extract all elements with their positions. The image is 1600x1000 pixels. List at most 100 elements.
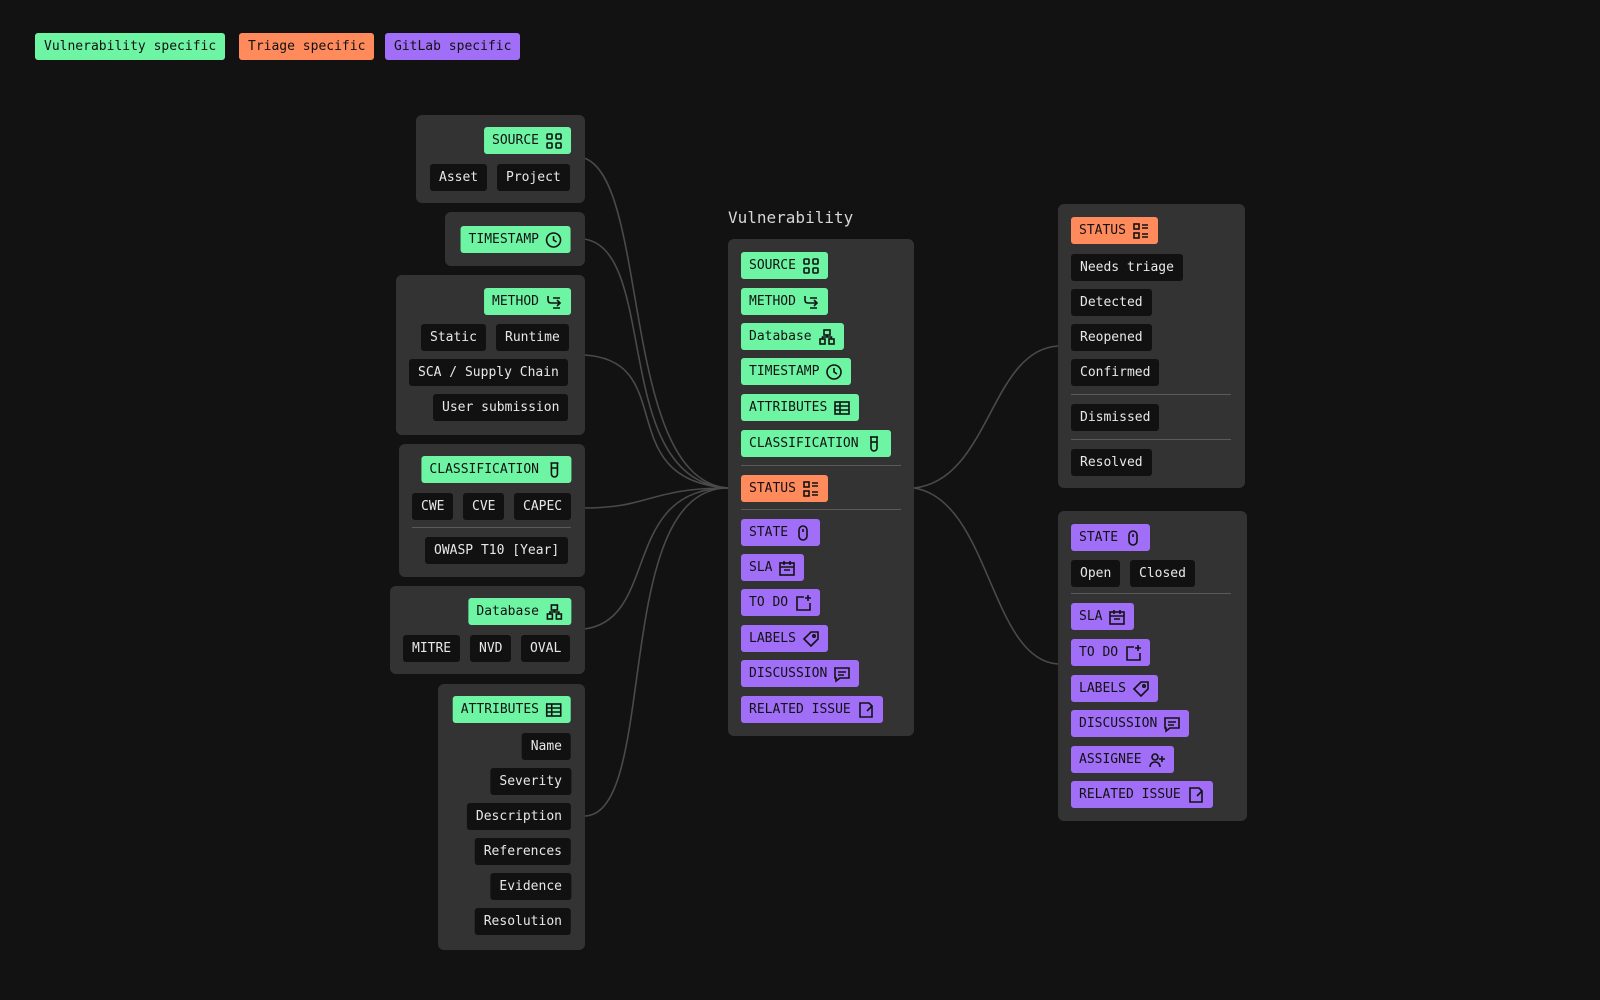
database-tag: Database xyxy=(468,598,571,625)
state-value-closed: Closed xyxy=(1130,560,1195,587)
center-classification-label: CLASSIFICATION xyxy=(749,436,859,451)
method-value-sca: SCA / Supply Chain xyxy=(409,359,568,386)
attributes-value-evidence: Evidence xyxy=(490,873,571,900)
database-value-oval: OVAL xyxy=(521,635,571,662)
method-tag-label: METHOD xyxy=(492,294,539,309)
center-todo-tag: TO DO xyxy=(741,589,821,616)
grid-icon xyxy=(802,257,820,275)
link-method xyxy=(583,354,729,489)
center-discussion-label: DISCUSSION xyxy=(749,666,828,681)
state-tag-label: STATE xyxy=(1079,530,1119,545)
source-value-asset: Asset xyxy=(430,164,488,191)
toggle-icon xyxy=(794,524,812,542)
list-icon xyxy=(802,480,820,498)
timestamp-tag: TIMESTAMP xyxy=(460,226,571,253)
center-related-issue-label: RELATED ISSUE xyxy=(749,702,851,717)
state-todo-tag: TO DO xyxy=(1071,639,1151,666)
status-value-needs-triage: Needs triage xyxy=(1071,254,1183,281)
classification-value-capec: CAPEC xyxy=(514,493,572,520)
calendar-icon xyxy=(778,559,796,577)
state-related-issue-tag: RELATED ISSUE xyxy=(1071,781,1213,808)
legend-triage-specific: Triage specific xyxy=(239,33,375,60)
table-icon xyxy=(833,399,851,417)
link-source xyxy=(583,157,729,489)
source-tag-label: SOURCE xyxy=(492,133,539,148)
source-tag: SOURCE xyxy=(484,127,571,154)
center-todo-label: TO DO xyxy=(749,595,789,610)
state-panel xyxy=(1058,511,1247,821)
classification-value-cve: CVE xyxy=(463,493,505,520)
toggle-icon xyxy=(1124,529,1142,547)
classification-divider xyxy=(412,527,571,528)
link-classification xyxy=(583,487,729,509)
attributes-value-references: References xyxy=(474,838,571,865)
hierarchy-icon xyxy=(818,328,836,346)
legend-gitlab-specific: GitLab specific xyxy=(385,33,521,60)
database-value-nvd: NVD xyxy=(470,635,512,662)
link-timestamp xyxy=(583,238,729,489)
center-status-tag: STATUS xyxy=(741,475,828,502)
comment-icon xyxy=(833,665,851,683)
database-tag-label: Database xyxy=(476,604,539,619)
state-sla-label: SLA xyxy=(1079,609,1103,624)
vulnerability-title: Vulnerability xyxy=(728,208,854,227)
attributes-value-resolution: Resolution xyxy=(474,908,571,935)
attributes-value-name: Name xyxy=(521,733,571,760)
center-divider-2 xyxy=(741,509,901,510)
state-sla-tag: SLA xyxy=(1071,603,1135,630)
link-state xyxy=(913,487,1059,665)
center-database-label: Database xyxy=(749,329,812,344)
method-value-static: Static xyxy=(421,324,486,351)
link-attributes xyxy=(583,487,729,817)
state-assignee-tag: ASSIGNEE xyxy=(1071,746,1174,773)
issue-icon xyxy=(1187,786,1205,804)
classification-tag-label: CLASSIFICATION xyxy=(429,462,539,477)
attributes-tag: ATTRIBUTES xyxy=(452,696,571,723)
center-related-issue-tag: RELATED ISSUE xyxy=(741,696,883,723)
comment-icon xyxy=(1163,715,1181,733)
issue-icon xyxy=(857,701,875,719)
attributes-value-description: Description xyxy=(466,803,571,830)
method-tag: METHOD xyxy=(484,288,571,315)
center-divider-1 xyxy=(741,465,901,466)
center-classification-tag: CLASSIFICATION xyxy=(741,430,891,457)
state-related-issue-label: RELATED ISSUE xyxy=(1079,787,1181,802)
center-attributes-label: ATTRIBUTES xyxy=(749,400,828,415)
clock-icon xyxy=(825,363,843,381)
state-value-open: Open xyxy=(1071,560,1121,587)
status-tag: STATUS xyxy=(1071,217,1158,244)
state-divider xyxy=(1071,593,1231,594)
state-discussion-tag: DISCUSSION xyxy=(1071,710,1190,737)
timestamp-tag-label: TIMESTAMP xyxy=(468,232,539,247)
legend-vulnerability-specific: Vulnerability specific xyxy=(35,33,226,60)
state-todo-label: TO DO xyxy=(1079,645,1119,660)
branch-icon xyxy=(802,293,820,311)
state-discussion-label: DISCUSSION xyxy=(1079,716,1158,731)
method-value-runtime: Runtime xyxy=(496,324,569,351)
center-state-tag: STATE xyxy=(741,519,821,546)
database-value-mitre: MITRE xyxy=(403,635,461,662)
status-value-dismissed: Dismissed xyxy=(1071,404,1160,431)
state-tag: STATE xyxy=(1071,524,1151,551)
add-user-icon xyxy=(1148,751,1166,769)
table-icon xyxy=(545,701,563,719)
tag-icon xyxy=(802,630,820,648)
classification-value-owasp: OWASP T10 [Year] xyxy=(425,537,569,564)
classification-value-cwe: CWE xyxy=(412,493,454,520)
status-value-detected: Detected xyxy=(1071,289,1152,316)
status-divider-2 xyxy=(1071,439,1231,440)
center-labels-label: LABELS xyxy=(749,631,796,646)
status-tag-label: STATUS xyxy=(1079,223,1126,238)
center-discussion-tag: DISCUSSION xyxy=(741,660,860,687)
status-value-confirmed: Confirmed xyxy=(1071,359,1160,386)
center-method-tag: METHOD xyxy=(741,288,828,315)
todo-add-icon xyxy=(794,594,812,612)
status-value-resolved: Resolved xyxy=(1071,449,1152,476)
center-labels-tag: LABELS xyxy=(741,625,828,652)
classification-tag: CLASSIFICATION xyxy=(421,456,571,483)
branch-icon xyxy=(545,293,563,311)
attributes-value-severity: Severity xyxy=(490,768,571,795)
center-sla-tag: SLA xyxy=(741,554,805,581)
calendar-icon xyxy=(1108,608,1126,626)
